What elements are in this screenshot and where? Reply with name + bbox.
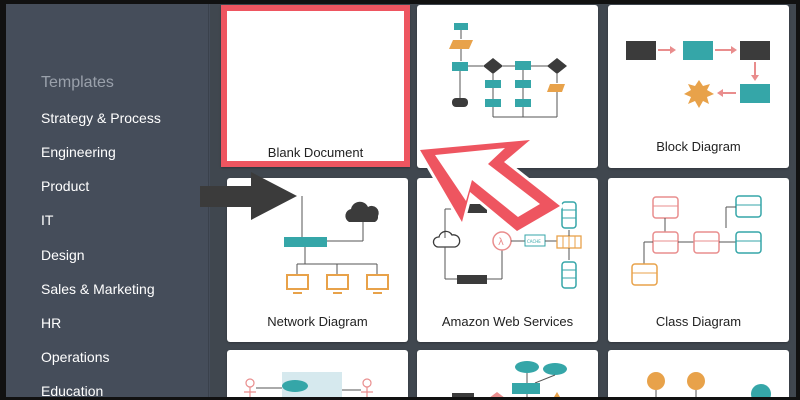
- cache-label: CACHE: [527, 239, 541, 244]
- template-card-label: Network Diagram: [267, 314, 368, 329]
- template-card-label: Amazon Web Services: [441, 314, 574, 329]
- svg-text:λ: λ: [498, 237, 504, 248]
- sidebar-item-product[interactable]: Product: [41, 178, 90, 194]
- template-card-er-diagram[interactable]: [417, 350, 598, 400]
- sidebar-item-sales-marketing[interactable]: Sales & Marketing: [41, 281, 155, 297]
- templates-heading: Templates: [41, 74, 114, 91]
- template-card-flowchart[interactable]: [417, 5, 598, 168]
- template-card-mind-map[interactable]: [608, 350, 789, 400]
- template-card-use-case[interactable]: [227, 350, 408, 400]
- template-card-label: Class Diagram: [655, 314, 742, 329]
- sidebar-item-operations[interactable]: Operations: [41, 349, 110, 365]
- sidebar-item-design[interactable]: Design: [41, 247, 85, 263]
- sidebar-item-engineering[interactable]: Engineering: [41, 144, 116, 160]
- template-card-label: Blank Document: [267, 145, 364, 160]
- template-card-block-diagram[interactable]: Block Diagram: [608, 5, 789, 168]
- template-card-label: Block Diagram: [656, 139, 741, 154]
- sidebar-item-strategy-process[interactable]: Strategy & Process: [41, 110, 161, 126]
- template-card-amazon-web-services[interactable]: λ CACHE Amazon Web Services: [417, 178, 598, 342]
- flowchart-thumbnail-icon: [449, 23, 567, 118]
- template-card-network-diagram[interactable]: Network Diagram: [227, 178, 408, 342]
- network-diagram-thumbnail-icon: [284, 196, 389, 294]
- sidebar-item-education[interactable]: Education: [41, 383, 104, 399]
- sidebar-item-it[interactable]: IT: [41, 212, 54, 228]
- block-diagram-thumbnail-icon: [626, 41, 770, 108]
- template-card-class-diagram[interactable]: Class Diagram: [608, 178, 789, 342]
- er-diagram-thumbnail-icon: [452, 361, 567, 400]
- template-card-blank-document[interactable]: Blank Document: [221, 5, 410, 167]
- use-case-thumbnail-icon: [244, 372, 373, 400]
- template-gallery: Blank Document: [210, 4, 796, 400]
- class-diagram-thumbnail-icon: [631, 195, 762, 286]
- templates-sidebar: Templates Strategy & Process Engineering…: [6, 4, 209, 399]
- mind-map-thumbnail-icon: [647, 372, 771, 400]
- sidebar-item-hr[interactable]: HR: [41, 315, 62, 331]
